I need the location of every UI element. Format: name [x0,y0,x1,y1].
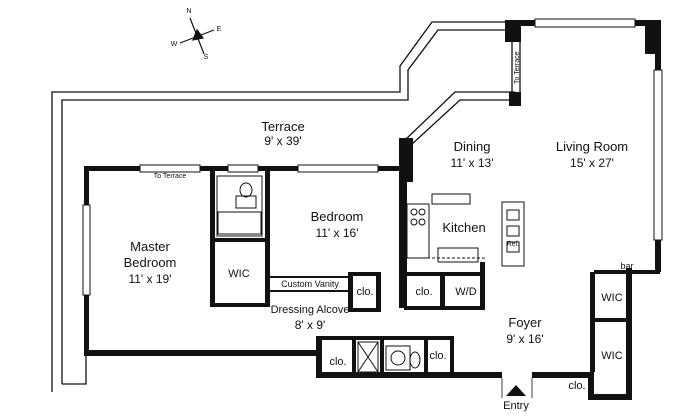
terrace-outline [51,21,510,392]
exterior-walls [84,20,661,400]
entry-label: Entry [503,400,529,412]
bath-fixtures-lower [357,341,421,373]
compass-w: W [170,41,178,48]
doors [501,378,533,398]
wic-foyer-2-label: WIC [601,350,623,362]
bath-fixtures-upper [216,175,263,237]
wd-label: W/D [455,286,477,298]
clo-entry-label: clo. [568,380,586,392]
master-bedroom-name-1: Master [130,239,170,254]
clo-bottom-left-label: clo. [329,356,347,368]
dining-dims: 11' x 13' [450,156,494,170]
to-terrace-master-label: To Terrace [153,173,187,180]
kitchen-name: Kitchen [442,220,486,235]
dining-name: Dining [453,139,491,154]
dressing-alcove-name: Dressing Alcove [270,304,350,316]
wic-master-label: WIC [228,268,250,280]
wic-foyer-1-label: WIC [601,292,623,304]
compass-s: S [203,54,209,61]
dressing-alcove-dims: 8' x 9' [294,318,326,332]
compass-n: N [186,8,192,15]
living-room-dims: 15' x 27' [570,156,614,170]
kitchen-fixtures [406,193,525,267]
terrace-name: Terrace [261,119,305,134]
compass-icon [179,17,215,55]
foyer-dims: 9' x 16' [506,332,544,346]
master-bedroom-name-2: Bedroom [123,255,177,270]
foyer-name: Foyer [508,315,542,330]
ref-label: Ref. [506,241,520,248]
interior-walls [210,171,628,376]
entry-arrow-icon [506,385,526,396]
custom-vanity-label: Custom Vanity [281,279,339,289]
dining-window-wall [404,40,521,146]
clo-bedroom-label: clo. [356,286,374,298]
bar-label: bar [620,261,634,271]
terrace-dims: 9' x 39' [264,134,302,148]
clo-kitchen-label: clo. [415,286,433,298]
living-room-name: Living Room [555,139,629,154]
bedroom-dims: 11' x 16' [315,226,359,240]
master-bedroom-dims: 11' x 19' [128,272,172,286]
windows [82,18,663,296]
clo-bottom-right-label: clo. [429,350,447,362]
compass-e: E [216,26,222,33]
bedroom-name: Bedroom [310,209,364,224]
to-terrace-living-label: To Terrace [514,51,521,84]
